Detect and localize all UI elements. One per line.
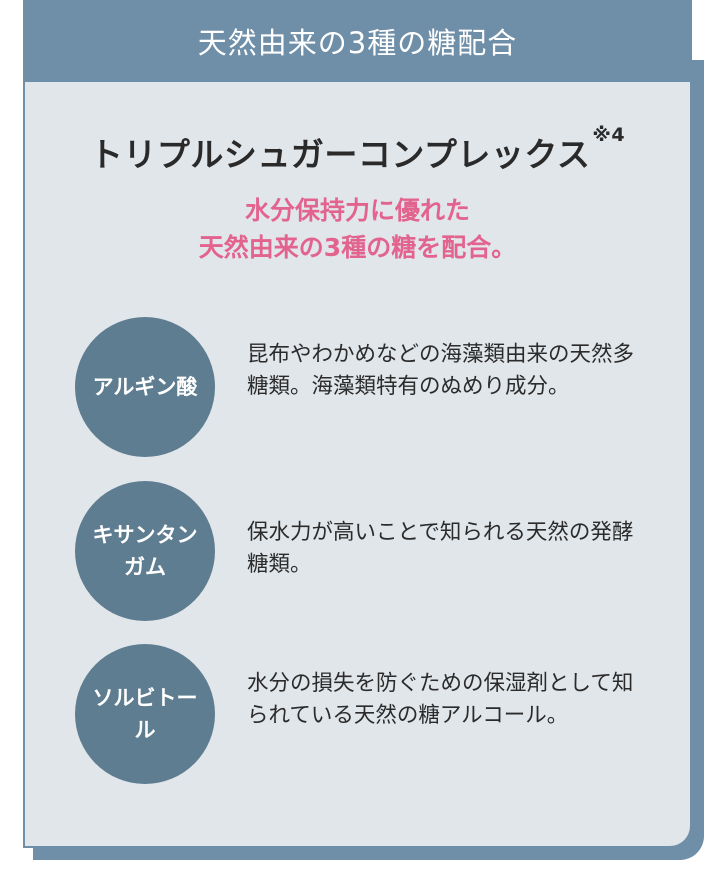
ingredient-description: 水分の損失を防ぐための保湿剤として知られている天然の糖アルコール。	[247, 671, 634, 728]
tagline: 水分保持力に優れた 天然由来の3種の糖を配合。	[25, 192, 690, 266]
product-name: トリプルシュガーコンプレックス	[89, 135, 591, 174]
ingredient-item: アルギン酸 昆布やわかめなどの海藻類由来の天然多糖類。海藻類特有のぬめり成分。	[75, 317, 635, 457]
ingredient-card: 天然由来の3種の糖配合 トリプルシュガーコンプレックス※4 水分保持力に優れた …	[23, 0, 692, 848]
product-footnote-mark: ※4	[592, 124, 626, 146]
ingredient-item: ソルビトー ル 水分の損失を防ぐための保湿剤として知られている天然の糖アルコール…	[75, 644, 635, 784]
ingredient-name-line-1: キサンタン	[92, 523, 198, 547]
ingredient-name-line-2: ル	[134, 718, 156, 742]
card-header-title: 天然由来の3種の糖配合	[197, 26, 518, 60]
tagline-line-1: 水分保持力に優れた	[244, 196, 470, 225]
ingredient-name-circle: ソルビトー ル	[75, 644, 215, 784]
tagline-line-2: 天然由来の3種の糖を配合。	[198, 233, 517, 262]
ingredient-name-line-1: アルギン酸	[92, 375, 198, 399]
ingredient-item: キサンタン ガム 保水力が高いことで知られる天然の発酵糖類。	[75, 481, 635, 621]
ingredient-description: 保水力が高いことで知られる天然の発酵糖類。	[247, 520, 634, 577]
ingredient-name-circle: キサンタン ガム	[75, 481, 215, 621]
card-header: 天然由来の3種の糖配合	[25, 0, 690, 82]
ingredient-description: 昆布やわかめなどの海藻類由来の天然多糖類。海藻類特有のぬめり成分。	[247, 342, 635, 399]
ingredient-name-line-2: ガム	[124, 555, 166, 579]
ingredient-name-line-1: ソルビトー	[92, 686, 198, 710]
product-title: トリプルシュガーコンプレックス※4	[25, 124, 690, 176]
ingredient-name-circle: アルギン酸	[75, 317, 215, 457]
